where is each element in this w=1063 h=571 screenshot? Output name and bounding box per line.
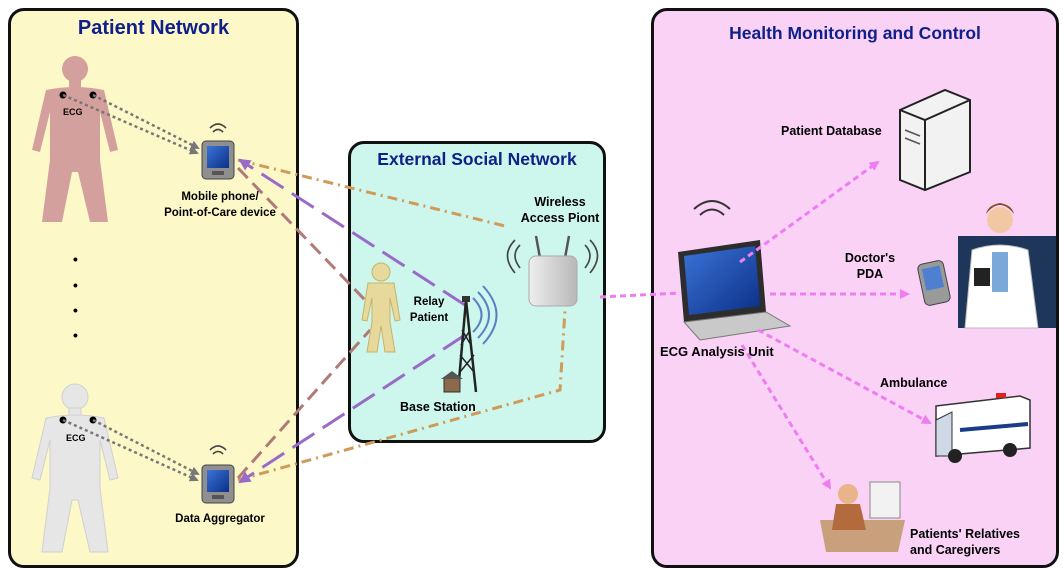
wireless-access-point-label: Wireless Access Piont bbox=[515, 194, 605, 226]
relatives-label-line2: and Caregivers bbox=[910, 543, 1001, 557]
relay-patient-icon bbox=[361, 262, 401, 353]
ecg-label: ECG bbox=[63, 107, 83, 117]
health-monitoring-title: Health Monitoring and Control bbox=[729, 23, 981, 43]
wireless-access-point-icon bbox=[506, 235, 599, 307]
relatives-label-line1: Patients' Relatives bbox=[910, 527, 1020, 541]
base-station-label: Base Station bbox=[400, 400, 476, 414]
base-station-icon bbox=[441, 285, 498, 393]
patient-body-icon-top bbox=[32, 56, 118, 222]
patient-body-icon-bottom bbox=[31, 383, 119, 553]
relay-patient-links bbox=[236, 166, 372, 479]
monitoring-arrows bbox=[739, 160, 932, 490]
relatives-caregivers-label: Patients' Relatives and Caregivers bbox=[910, 526, 1020, 558]
external-social-network-title: External Social Network bbox=[377, 149, 577, 169]
ambulance-label: Ambulance bbox=[880, 376, 948, 390]
access-point-links bbox=[237, 158, 567, 482]
doctor-label-line2: PDA bbox=[856, 267, 884, 281]
doctor-icon bbox=[958, 203, 1056, 329]
data-aggregator-label: Data Aggregator bbox=[175, 513, 265, 525]
patient-database-label: Patient Database bbox=[781, 124, 882, 138]
wireless-label-line2: Access Piont bbox=[520, 211, 600, 225]
relay-label-line2: Patient bbox=[409, 312, 449, 324]
mobile-device-label: Mobile phone/ Point-of-Care device bbox=[160, 189, 280, 221]
mobile-device-label-line2: Point-of-Care device bbox=[164, 207, 276, 219]
mobile-device-label-line1: Mobile phone/ bbox=[181, 191, 259, 203]
ecg-analysis-unit-label: ECG Analysis Unit bbox=[660, 344, 774, 359]
patient-network-title: Patient Network bbox=[77, 17, 230, 39]
ellipsis-dot: • bbox=[73, 277, 78, 293]
wireless-label-line1: Wireless bbox=[534, 195, 586, 209]
patient-database-server-icon bbox=[899, 88, 971, 192]
doctor-pda-label: Doctor's PDA bbox=[840, 250, 900, 282]
ellipsis-dot: • bbox=[73, 302, 78, 318]
relay-patient-label: Relay Patient bbox=[404, 294, 454, 326]
laptop-icon bbox=[678, 200, 792, 341]
ambulance-icon bbox=[935, 393, 1031, 463]
ecg-label: ECG bbox=[66, 433, 86, 443]
ellipsis-dot: • bbox=[73, 327, 78, 343]
sensor-links bbox=[62, 93, 200, 482]
doctor-pda-icon bbox=[917, 260, 951, 306]
data-aggregator-icon bbox=[201, 445, 235, 504]
uplink-line bbox=[599, 291, 681, 299]
caregivers-icon bbox=[820, 481, 905, 552]
doctor-label-line1: Doctor's bbox=[844, 251, 896, 265]
ellipsis-dot: • bbox=[73, 251, 78, 267]
relay-label-line1: Relay bbox=[413, 296, 445, 308]
mobile-phone-icon bbox=[201, 123, 235, 180]
base-station-links bbox=[238, 158, 466, 484]
